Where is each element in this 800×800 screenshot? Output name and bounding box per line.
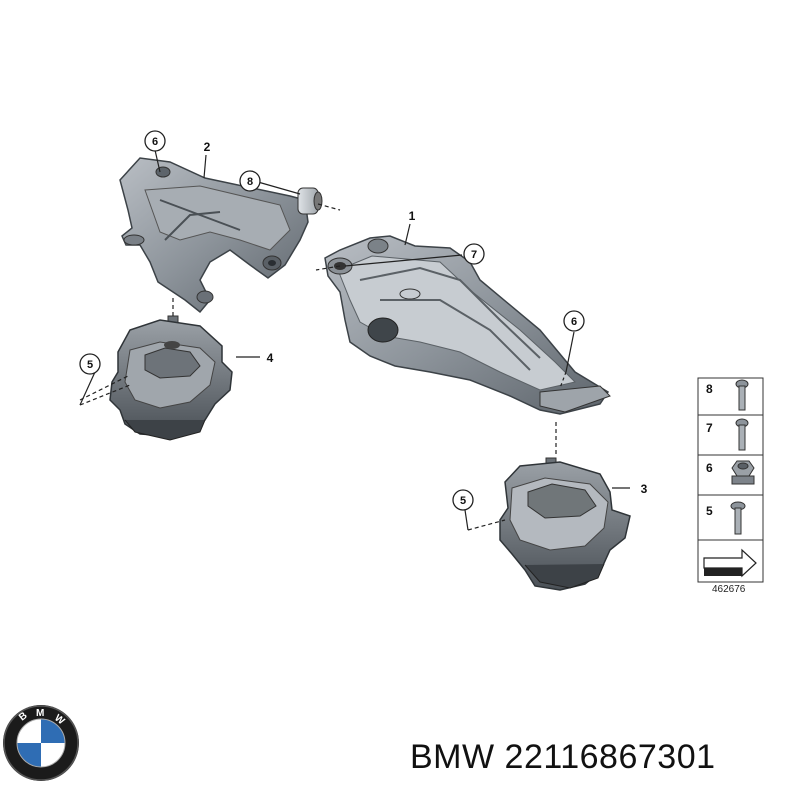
diagram-reference-number: 462676 <box>712 584 746 595</box>
callout-8: 8 <box>239 170 261 192</box>
svg-text:6: 6 <box>152 136 158 148</box>
svg-text:5: 5 <box>87 359 93 371</box>
callout-7: 7 <box>463 243 485 265</box>
nut-icon <box>731 460 755 485</box>
torque-arrow-icon <box>703 548 757 578</box>
engine-mount-right <box>499 457 631 591</box>
legend-number-5: 5 <box>706 504 713 518</box>
bolt-icon <box>735 379 749 411</box>
stud-icon <box>735 418 749 451</box>
legend-number-6: 6 <box>706 461 713 475</box>
bmw-logo-icon: B M W <box>3 705 79 781</box>
callout-6-lower: 6 <box>563 310 585 332</box>
engine-mount-left <box>109 315 233 441</box>
callout-6-upper: 6 <box>144 130 166 152</box>
callout-1: 1 <box>409 209 416 223</box>
legend-number-7: 7 <box>706 421 713 435</box>
leader-lines <box>79 149 630 531</box>
callout-3: 3 <box>641 482 648 496</box>
svg-text:5: 5 <box>460 495 466 507</box>
callout-5-left: 5 <box>79 353 101 375</box>
callout-5-right: 5 <box>452 489 474 511</box>
svg-text:M: M <box>36 708 44 719</box>
engine-bracket-left <box>119 157 323 314</box>
svg-text:6: 6 <box>571 316 577 328</box>
svg-text:8: 8 <box>247 176 253 188</box>
part-number-caption: BMW 22116867301 <box>410 738 716 776</box>
screw-icon <box>730 501 746 535</box>
callout-4: 4 <box>267 351 274 365</box>
callout-2: 2 <box>204 140 211 154</box>
legend-number-8: 8 <box>706 382 713 396</box>
svg-text:7: 7 <box>471 249 477 261</box>
fastener-legend: 8 7 6 5 <box>697 377 764 583</box>
engine-bracket-right <box>324 235 611 415</box>
